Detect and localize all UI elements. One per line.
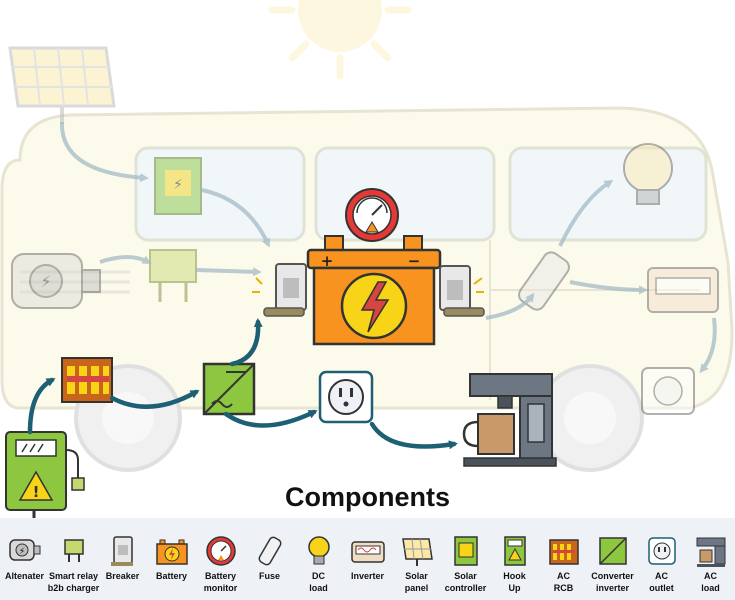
legend-item: Fuse — [240, 518, 300, 600]
svg-text:⚡: ⚡ — [173, 177, 183, 193]
svg-text:⚡: ⚡ — [40, 272, 51, 291]
legend-item: Hook Up — [485, 518, 545, 600]
legend-item: AC outlet — [632, 518, 692, 600]
legend-label: Battery monitor — [203, 571, 238, 593]
legend-item: Battery — [142, 518, 202, 600]
converter-inverter-icon — [202, 362, 256, 416]
battery-icon: + − — [306, 235, 442, 346]
legend-label: Smart relay b2b charger — [47, 571, 100, 593]
legend-label: Fuse — [258, 571, 280, 581]
legend-label: Battery — [155, 571, 187, 581]
legend-item: Inverter — [338, 518, 398, 600]
legend-label: Hook Up — [503, 571, 526, 593]
dc-load-faded — [623, 143, 673, 205]
inverter-faded — [647, 267, 719, 313]
legend-item: AC load — [681, 518, 735, 600]
legend-item: DC load — [289, 518, 349, 600]
legend-item: Solar panel — [387, 518, 447, 600]
legend-label: AC load — [701, 571, 720, 593]
legend-item: Solar controller — [436, 518, 496, 600]
legend-label: DC load — [309, 571, 328, 593]
legend-item: AC RCB — [534, 518, 594, 600]
legend-label: AC RCB — [553, 571, 574, 593]
legend-item: Breaker — [93, 518, 153, 600]
hook-up-icon: ! — [5, 431, 85, 518]
svg-text:⚡: ⚡ — [18, 547, 24, 557]
legend-item: Battery monitor — [191, 518, 251, 600]
svg-text:−: − — [408, 252, 421, 270]
legend-label: AC outlet — [649, 571, 674, 593]
legend-label: Solar controller — [444, 571, 487, 593]
legend-item: Smart relay b2b charger — [44, 518, 104, 600]
legend-label: Altenater — [4, 571, 44, 581]
breaker-right-icon — [439, 265, 485, 317]
svg-text:!: ! — [33, 483, 40, 501]
roof-solar-panel — [8, 46, 116, 124]
legend-label: Inverter — [350, 571, 385, 581]
legend-label: Breaker — [105, 571, 140, 581]
legend-item: ⚡ Altenater — [0, 518, 55, 600]
smart-relay-faded — [149, 249, 197, 302]
legend-label: Solar panel — [404, 571, 429, 593]
breaker-left-icon — [252, 263, 307, 317]
ac-load-icon — [462, 373, 557, 467]
legend-item: Converter inverter — [583, 518, 643, 600]
components-heading: Components — [285, 482, 450, 512]
ac-outlet-faded — [641, 367, 695, 415]
ac-rcb-icon — [61, 357, 113, 403]
faded-flow-arrows — [59, 121, 717, 374]
legend-label: Converter inverter — [591, 571, 634, 593]
sun-icon — [268, 0, 412, 80]
ac-outlet-icon — [318, 370, 374, 424]
solar-controller-faded: ⚡ — [154, 157, 202, 215]
alternator-faded: ⚡ — [11, 253, 101, 309]
battery-monitor-icon — [345, 188, 399, 242]
svg-text:+: + — [321, 252, 334, 270]
flow-arrows — [27, 318, 458, 450]
